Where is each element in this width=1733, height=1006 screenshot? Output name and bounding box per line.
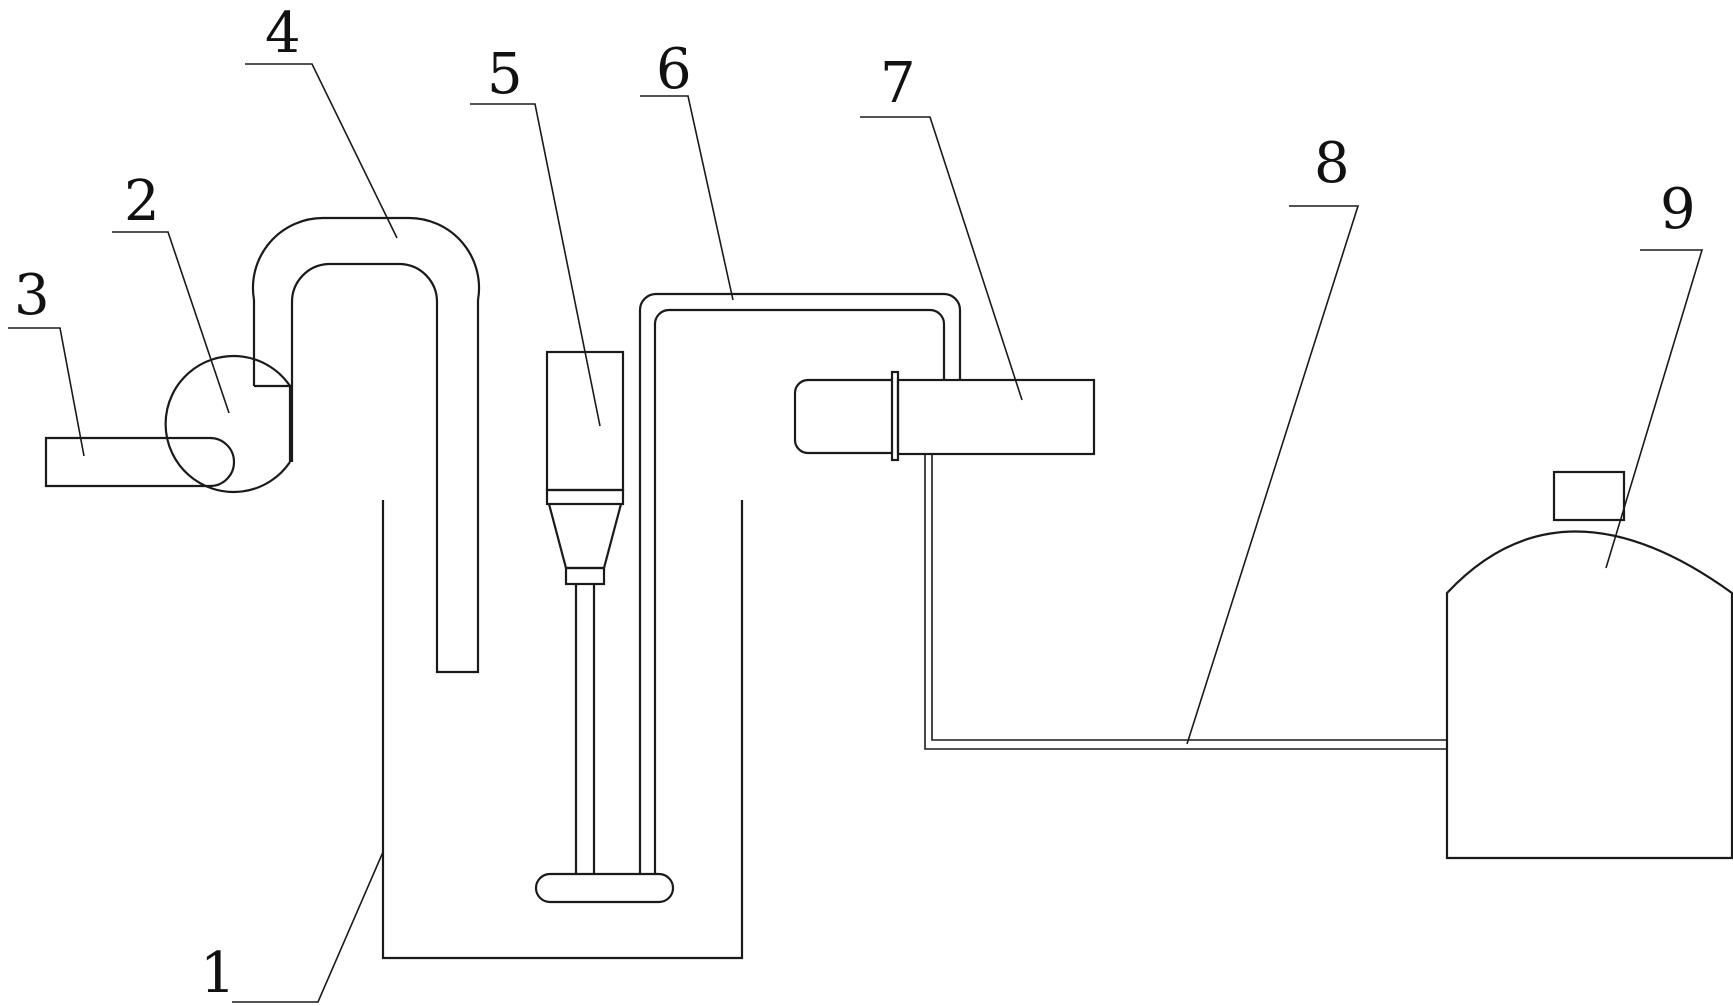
label-4: 4 [265,1,301,66]
label-2: 2 [124,169,160,234]
tank-component-1 [381,500,744,960]
cyclone-component-5 [534,350,675,904]
label-3: 3 [14,263,50,328]
vessel-component-9 [1445,470,1733,860]
feed-pipe-component-8 [924,454,1447,750]
label-8: 8 [1314,131,1350,196]
label-1: 1 [200,941,236,1006]
leader-lines [8,63,1704,1003]
return-pipe-component-6 [638,292,962,874]
component-labels: 1 2 3 4 5 6 7 8 9 [14,1,1696,1006]
blower-component-2 [164,354,292,494]
label-9: 9 [1660,177,1696,242]
pump-component-7 [793,370,1096,462]
label-7: 7 [880,51,916,116]
label-5: 5 [487,42,523,107]
inlet-pipe-component-3 [44,436,236,488]
u-duct-component-4 [251,216,481,674]
label-6: 6 [656,37,692,102]
